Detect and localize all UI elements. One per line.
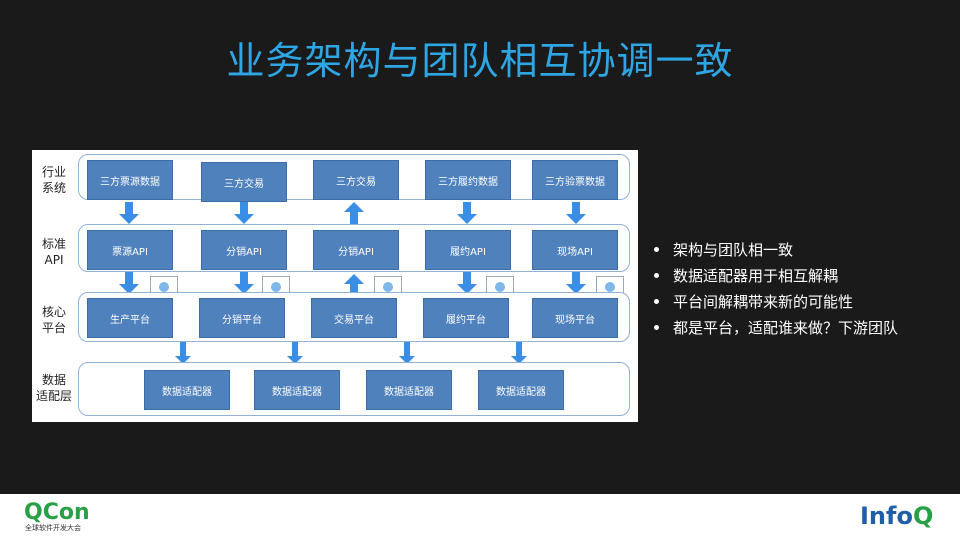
bullet-text: 数据适配器用于相互解耦 [673,266,839,285]
block: 生产平台 [87,298,173,338]
block: 现场平台 [532,298,618,338]
block: 票源API [87,230,173,270]
bullet-text: 都是平台，适配谁来做？下游团队 [673,318,899,337]
bullet-item: 数据适配器用于相互解耦 [650,262,898,288]
footer-bar [0,494,960,540]
row-label-line: 平台 [41,321,66,335]
block: 三方交易 [201,162,287,202]
block: 数据适配器 [366,370,452,410]
block: 数据适配器 [254,370,340,410]
arrow-up-8 [344,274,364,296]
block: 现场API [532,230,618,270]
row-label-line: 行业 [41,165,66,179]
row-label-line: 核心 [41,305,66,319]
infoq-logo-text: Info [860,502,913,530]
architecture-diagram: 行业 系统 三方票源数据 三方交易 三方交易 三方履约数据 三方验票数据 标准 … [32,150,638,422]
block: 分销API [201,230,287,270]
qcon-subtitle: 全球软件开发大会 [25,524,81,532]
arrow-down-7 [234,272,254,294]
infoq-logo: InfoQ [860,502,933,530]
bullet-dot-icon [654,324,659,330]
block: 三方交易 [313,160,399,200]
bullet-item: 架构与团队相一致 [650,236,898,262]
row-label-line: 系统 [41,181,66,195]
bullet-item: 平台间解耦带来新的可能性 [650,288,898,314]
arrow-down-9 [457,272,477,294]
row-label-industry: 行业 系统 [32,164,76,196]
row-label-api: 标准 API [32,236,76,268]
infoq-logo-q: Q [912,502,934,530]
arrow-down-10 [566,272,586,294]
row-label-adapter: 数据 适配层 [32,372,76,404]
block: 履约API [425,230,511,270]
qcon-logo: QCon [24,500,90,525]
block: 三方票源数据 [87,160,173,200]
bullet-dot-icon [654,272,659,278]
bullet-list: 架构与团队相一致 数据适配器用于相互解耦 平台间解耦带来新的可能性 都是平台，适… [650,236,898,340]
arrow-down-4 [457,202,477,224]
slide-title: 业务架构与团队相互协调一致 [226,39,734,83]
bullet-dot-icon [654,298,659,304]
block: 数据适配器 [478,370,564,410]
arrow-down-2 [234,202,254,224]
bullet-text: 平台间解耦带来新的可能性 [673,292,854,311]
block: 三方履约数据 [425,160,511,200]
block: 数据适配器 [144,370,230,410]
block: 三方验票数据 [532,160,618,200]
row-label-core: 核心 平台 [32,304,76,336]
arrow-down-6 [119,272,139,294]
bullet-item: 都是平台，适配谁来做？下游团队 [650,314,898,340]
arrow-down-1 [119,202,139,224]
block: 履约平台 [423,298,509,338]
bullet-dot-icon [654,246,659,252]
block: 分销平台 [199,298,285,338]
row-label-line: API [44,253,64,267]
block: 交易平台 [311,298,397,338]
bullet-text: 架构与团队相一致 [673,240,794,259]
arrow-up-3 [344,202,364,224]
row-label-line: 适配层 [35,389,72,403]
block: 分销API [313,230,399,270]
row-label-line: 标准 [41,237,66,251]
row-label-line: 数据 [41,373,66,387]
arrow-down-5 [566,202,586,224]
